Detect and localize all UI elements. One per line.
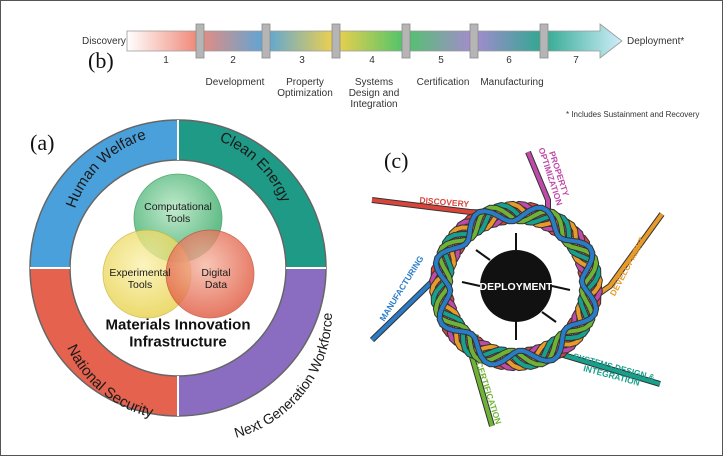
timeline-number-7: 7: [573, 55, 579, 66]
timeline-number-1: 1: [163, 55, 169, 66]
timeline-number-3: 3: [299, 55, 305, 66]
timeline-separator: [539, 23, 549, 59]
panel-label-c: (c): [384, 148, 409, 173]
spoke-label-development: DEVELOPMENT: [608, 235, 648, 298]
spoke-label-systems-design-integration: SYSTEMS DESIGN &INTEGRATION: [570, 351, 656, 391]
timeline-separator: [331, 23, 341, 59]
deployment-hub: DEPLOYMENT: [461, 233, 571, 340]
timeline-separator: [469, 23, 479, 59]
timeline-start-label: Discovery: [82, 36, 126, 47]
segment-national-security: [30, 268, 178, 416]
timeline-stage-property-optimization: Property Optimization: [277, 77, 333, 99]
timeline-footnote: * Includes Sustainment and Recovery: [566, 110, 700, 119]
timeline-number-6: 6: [506, 55, 512, 66]
segment-next-gen-workforce: [178, 268, 326, 416]
circle-digital-data: [165, 229, 255, 319]
panel-label-a: (a): [30, 130, 55, 155]
braid-strand: [433, 205, 599, 367]
timeline-number-5: 5: [438, 55, 444, 66]
timeline-stage-manufacturing: Manufacturing: [480, 77, 544, 88]
timeline-separator: [401, 23, 411, 59]
timeline-end-label: Deployment*: [627, 36, 685, 47]
timeline-stage-systems-design: Systems Design and Integration: [348, 77, 400, 110]
panel-label-b: (b): [88, 48, 114, 73]
timeline-stage-development: Development: [205, 77, 265, 88]
timeline-separator: [261, 23, 271, 59]
timeline-number-2: 2: [230, 55, 236, 66]
spoke-label-discovery: DISCOVERY: [419, 195, 470, 209]
segment-human-welfare: [30, 120, 178, 268]
timeline-number-4: 4: [369, 55, 375, 66]
timeline-arrow: [126, 23, 623, 59]
spoke-label-property-optimization: PROPERTYOPTIMIZATION: [537, 143, 574, 206]
timeline-stage-certification: Certification: [416, 77, 470, 88]
segment-clean-energy: [178, 120, 326, 268]
deployment-center-label: DEPLOYMENT: [480, 281, 554, 293]
timeline-separator: [195, 23, 205, 59]
